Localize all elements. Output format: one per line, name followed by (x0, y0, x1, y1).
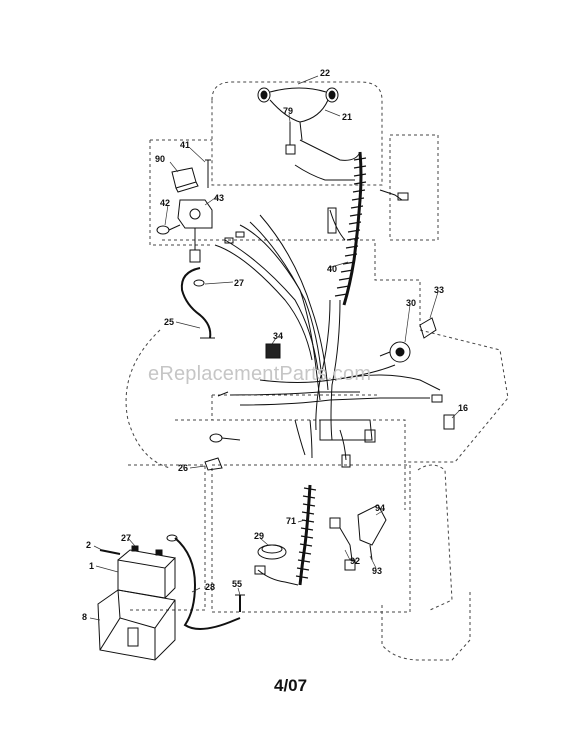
callout-42: 42 (160, 198, 171, 208)
battery-cable-28 (174, 537, 241, 630)
callout-71: 71 (286, 516, 297, 526)
callout-26: 26 (178, 463, 189, 473)
callout-41: 41 (180, 140, 191, 150)
callout-27-upper: 27 (234, 278, 245, 288)
callout-22: 22 (320, 68, 331, 78)
callout-55: 55 (232, 579, 243, 589)
revision-date-label: 4/07 (274, 676, 308, 695)
callout-21: 21 (342, 112, 353, 122)
callout-40: 40 (327, 264, 338, 274)
callout-28: 28 (205, 582, 216, 592)
callout-25: 25 (164, 317, 175, 327)
headlight-left (257, 87, 271, 103)
headlight-right (325, 87, 339, 103)
callout-1: 1 (89, 561, 95, 571)
tractor-outline (125, 81, 509, 661)
switch-33 (419, 317, 437, 339)
switch-30 (379, 341, 411, 363)
callout-29: 29 (254, 531, 265, 541)
ground-wire-25 (180, 267, 212, 339)
bolt-41 (205, 159, 211, 188)
switch-94 (357, 504, 387, 561)
relay-90 (171, 167, 199, 193)
callout-2: 2 (86, 540, 92, 550)
callout-92: 92 (350, 556, 361, 566)
ignition-switch-43 (177, 199, 213, 263)
callout-90: 90 (155, 154, 166, 164)
watermark: eReplacementParts.com (148, 363, 372, 385)
battery-box-8 (97, 589, 176, 661)
callout-43: 43 (214, 193, 225, 203)
callout-27-battery: 27 (121, 533, 132, 543)
main-wiring-harness (214, 214, 441, 461)
callout-94: 94 (375, 503, 386, 513)
callout-93: 93 (372, 566, 383, 576)
callout-16: 16 (458, 403, 469, 413)
callout-33: 33 (434, 285, 445, 295)
clip-42 (156, 224, 181, 235)
callout-34: 34 (273, 331, 284, 341)
seat-switch-29 (257, 544, 287, 560)
callout-8: 8 (82, 612, 88, 622)
callout-30: 30 (406, 298, 417, 308)
callout-79: 79 (283, 106, 294, 116)
battery-1 (117, 545, 177, 599)
